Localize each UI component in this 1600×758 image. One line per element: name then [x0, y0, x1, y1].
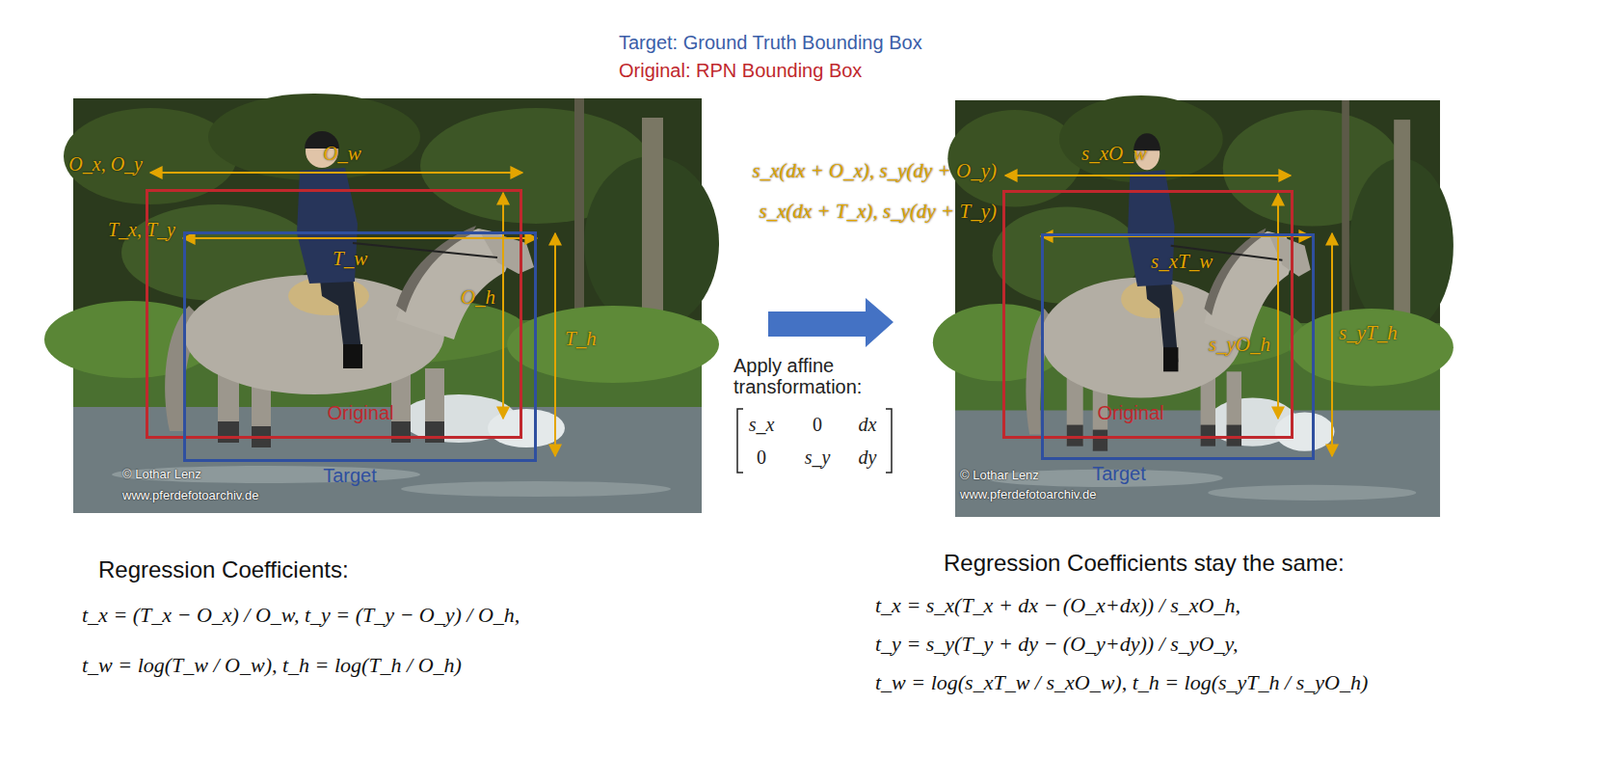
section-heading: Regression Coefficients stay the same: [943, 550, 1345, 576]
photo-left [44, 93, 720, 513]
formula: t_x = s_x(T_x + dx − (O_x+dx)) / s_xO_h, [875, 593, 1241, 617]
formula: t_x = (T_x − O_x) / O_w, t_y = (T_y − O_… [81, 603, 520, 627]
dimension-arrow [1277, 193, 1280, 419]
dimension-arrow [1331, 233, 1334, 456]
matrix-entry: dy [858, 446, 878, 468]
caption-text: Apply affine transformation: [733, 354, 903, 398]
matrix-bracket [737, 408, 744, 473]
box-label: Target [1092, 462, 1147, 484]
photo-right [933, 95, 1454, 517]
coordinate-label: s_x(dx + O_x), s_y(dy + O_y) [752, 160, 997, 183]
dimension-arrow [1005, 174, 1291, 177]
matrix-entry: 0 [756, 446, 767, 468]
coordinate-label: O_x, O_y [68, 153, 143, 175]
matrix-entry: s_x [748, 413, 775, 435]
dimension-arrow [554, 233, 557, 456]
dimension-arrow [150, 171, 523, 174]
dimension-arrow [183, 237, 537, 240]
section-heading: Regression Coefficients: [98, 557, 349, 583]
coordinate-label: s_x(dx + T_x), s_y(dy + T_y) [759, 200, 997, 223]
dimension-label: s_yT_h [1338, 321, 1398, 345]
coordinate-label: T_x, T_y [107, 218, 176, 240]
formula: t_y = s_y(T_y + dy − (O_y+dy)) / s_yO_y, [875, 632, 1238, 656]
watermark: © Lothar Lenz [960, 468, 1040, 482]
legend-text: Original: RPN Bounding Box [618, 59, 862, 81]
dimension-label: T_w [332, 247, 368, 270]
dimension-label: O_w [322, 142, 362, 165]
watermark: www.pferdefotoarchiv.de [122, 488, 259, 503]
box-label: Original [1097, 401, 1165, 424]
matrix-entry: dx [858, 413, 878, 435]
formula: t_w = log(T_w / O_w), t_h = log(T_h / O_… [81, 653, 462, 677]
matrix-bracket [885, 408, 892, 473]
dimension-arrow [502, 192, 505, 419]
watermark: © Lothar Lenz [122, 467, 202, 481]
dimension-label: s_yO_h [1208, 333, 1271, 356]
legend-text: Target: Ground Truth Bounding Box [618, 31, 923, 54]
box-label: Original [327, 401, 395, 424]
matrix-entry: 0 [812, 413, 823, 435]
formula: t_w = log(s_xT_w / s_xO_w), t_h = log(s_… [875, 670, 1368, 694]
bounding-box: Original [145, 188, 523, 439]
dimension-label: O_h [460, 286, 496, 309]
box-label: Target [322, 464, 377, 486]
watermark: www.pferdefotoarchiv.de [960, 487, 1096, 502]
dimension-label: s_xO_w [1081, 142, 1147, 165]
dimension-arrows [150, 172, 1333, 456]
dimension-label: s_xT_w [1150, 250, 1213, 273]
dimension-label: T_h [564, 327, 597, 350]
bounding-box: Original [1002, 189, 1294, 439]
block-arrow [768, 297, 894, 347]
matrix-entry: s_y [804, 446, 831, 468]
